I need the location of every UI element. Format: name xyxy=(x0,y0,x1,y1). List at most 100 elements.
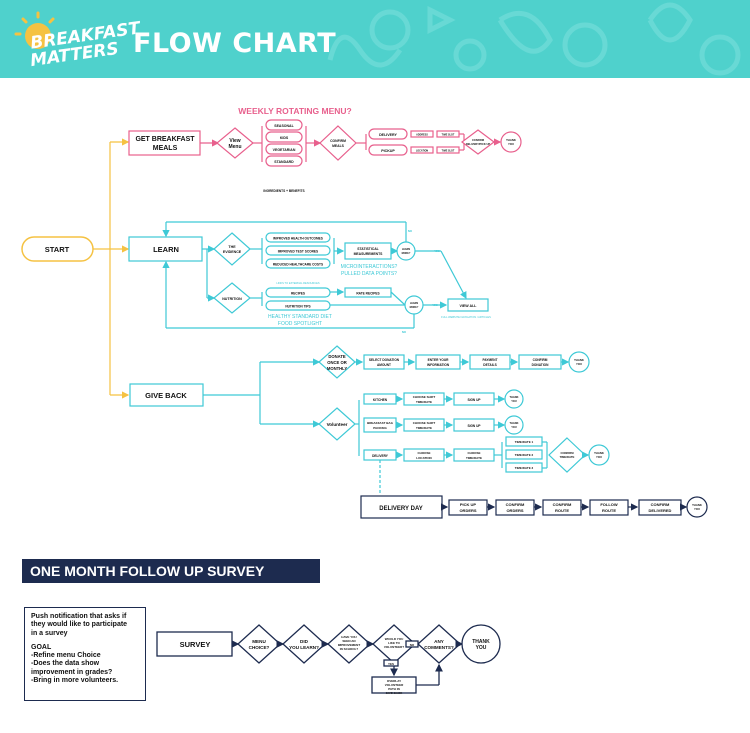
svg-text:TIME/DATE: TIME/DATE xyxy=(466,456,482,460)
svg-text:GIVE BACK: GIVE BACK xyxy=(145,391,187,400)
svg-text:LEARN: LEARN xyxy=(410,302,419,305)
svg-text:KITCHEN: KITCHEN xyxy=(373,398,388,402)
svg-text:BREAKFAST BAG: BREAKFAST BAG xyxy=(367,421,394,425)
goal-line: -Bring in more volunteers. xyxy=(31,677,119,685)
svg-text:GET BREAKFAST: GET BREAKFAST xyxy=(135,136,195,143)
svg-text:LIKE TO: LIKE TO xyxy=(388,641,400,645)
svg-text:LEARN: LEARN xyxy=(153,245,179,254)
goal-line: GOAL xyxy=(31,643,52,651)
svg-text:YES: YES xyxy=(388,662,394,666)
svg-text:MEASUREMENTS: MEASUREMENTS xyxy=(354,252,384,256)
food-pattern-icons xyxy=(327,2,741,76)
svg-text:VEGETARIAN: VEGETARIAN xyxy=(273,148,296,152)
svg-text:CHOICE?: CHOICE? xyxy=(249,645,270,650)
delivery-day-labels: DELIVERY DAY PICK UP ORDERS CONFIRM ORDE… xyxy=(379,502,702,513)
svg-text:NO: NO xyxy=(410,643,415,647)
svg-text:PICKUP: PICKUP xyxy=(381,149,395,153)
svg-text:CHOOSE SHIFT: CHOOSE SHIFT xyxy=(413,395,436,399)
svg-text:ROUTE: ROUTE xyxy=(555,508,569,513)
svg-text:TIME SLOT: TIME SLOT xyxy=(442,134,455,137)
svg-text:KIDS: KIDS xyxy=(280,136,289,140)
svg-text:TIME/DATE: TIME/DATE xyxy=(416,400,432,404)
svg-text:ORDERS: ORDERS xyxy=(459,508,476,513)
svg-text:MORE?: MORE? xyxy=(402,252,411,255)
svg-text:YOU: YOU xyxy=(596,455,602,459)
svg-text:LOCATION: LOCATION xyxy=(416,456,431,460)
svg-text:SELECT DONATION: SELECT DONATION xyxy=(369,358,400,362)
svg-text:YES: YES xyxy=(432,303,438,307)
svg-text:THANK: THANK xyxy=(506,138,516,142)
svg-text:DELIVERY DAY: DELIVERY DAY xyxy=(379,506,422,512)
svg-text:DELIVERED: DELIVERED xyxy=(649,508,672,513)
goal-line: -Refine menu Choice xyxy=(31,652,101,660)
svg-text:WOULD YOU: WOULD YOU xyxy=(385,637,404,641)
svg-text:CHOOSE SHIFT: CHOOSE SHIFT xyxy=(413,421,436,425)
svg-text:IN SCHOOL?: IN SCHOOL? xyxy=(340,647,359,651)
svg-text:TIME/DATE 3: TIME/DATE 3 xyxy=(515,466,534,470)
svg-text:PULLED DATA POINTS?: PULLED DATA POINTS? xyxy=(341,271,397,277)
svg-text:CONFIRM: CONFIRM xyxy=(330,139,346,143)
svg-text:IMPROVEMENT: IMPROVEMENT xyxy=(338,643,361,647)
svg-text:HEALTHY STANDARD DIET: HEALTHY STANDARD DIET xyxy=(268,314,332,320)
svg-text:VOLUNTEER?: VOLUNTEER? xyxy=(384,645,405,649)
svg-text:LINKS TO EXTERNAL RESOURCES: LINKS TO EXTERNAL RESOURCES xyxy=(276,281,319,285)
svg-text:GIVE BACK: GIVE BACK xyxy=(386,691,404,695)
svg-text:DETAILS: DETAILS xyxy=(483,363,496,367)
svg-text:THANK: THANK xyxy=(692,503,702,507)
svg-text:TIME/DATE: TIME/DATE xyxy=(416,426,432,430)
learn-labels: LEARN THE EVIDENCE IMPROVED HEALTH OUTCO… xyxy=(153,229,491,334)
header-decorations xyxy=(14,2,741,76)
svg-text:OVERLAY: OVERLAY xyxy=(387,679,401,683)
svg-text:DID: DID xyxy=(300,639,309,644)
svg-text:PACKING: PACKING xyxy=(373,426,387,430)
svg-text:YOU: YOU xyxy=(511,399,517,403)
svg-text:CONFIRM: CONFIRM xyxy=(506,502,525,507)
svg-text:MICROINTERACTIONS?: MICROINTERACTIONS? xyxy=(341,264,398,270)
svg-text:COMMENTS?: COMMENTS? xyxy=(424,645,454,650)
goal-line: improvement in grades? xyxy=(31,668,113,676)
start-node: START xyxy=(21,236,94,262)
svg-text:SEEN AN: SEEN AN xyxy=(342,639,355,643)
svg-text:CONFIRM: CONFIRM xyxy=(560,451,574,455)
svg-text:DONATE: DONATE xyxy=(328,354,346,359)
svg-text:SIGN UP: SIGN UP xyxy=(467,424,481,428)
svg-text:FOOD SPOTLIGHT: FOOD SPOTLIGHT xyxy=(278,321,322,327)
svg-text:CHOOSE: CHOOSE xyxy=(467,451,480,455)
svg-text:DELIVERY: DELIVERY xyxy=(379,133,397,137)
svg-text:LEARN: LEARN xyxy=(402,248,411,251)
svg-text:DELIVERY/PICK UP: DELIVERY/PICK UP xyxy=(466,142,490,146)
svg-text:INFORMATION: INFORMATION xyxy=(427,363,450,367)
sun-icon xyxy=(14,11,55,49)
svg-text:TIME/DATE 2: TIME/DATE 2 xyxy=(515,453,534,457)
svg-text:PATH IN: PATH IN xyxy=(388,687,400,691)
survey-goal-box: Push notification that asks if they woul… xyxy=(24,607,146,701)
svg-text:HAVE YOU: HAVE YOU xyxy=(341,635,356,639)
give-back-labels: GIVE BACK DONATE ONCE OR MONTHLY SELECT … xyxy=(145,354,604,470)
svg-text:ANY: ANY xyxy=(434,639,444,644)
delivery-day-branch xyxy=(360,495,708,519)
svg-text:SEASONAL: SEASONAL xyxy=(274,124,294,128)
goal-line: Push notification that asks if xyxy=(31,613,127,620)
svg-text:TIME SLOT: TIME SLOT xyxy=(442,150,455,153)
survey-heading: ONE MONTH FOLLOW UP SURVEY xyxy=(22,559,320,583)
start-label: START xyxy=(45,245,70,254)
svg-text:Menu: Menu xyxy=(228,144,241,150)
svg-text:MEALS: MEALS xyxy=(153,145,178,152)
svg-text:CONFIRM: CONFIRM xyxy=(472,138,484,142)
survey-labels: SURVEY MENU CHOICE? DID YOU LEARN? HAVE … xyxy=(180,635,490,695)
svg-text:DONATION: DONATION xyxy=(532,363,549,367)
goal-line: in a survey xyxy=(31,629,68,637)
svg-text:STANDARD: STANDARD xyxy=(274,160,294,164)
svg-text:NUTRITION: NUTRITION xyxy=(222,297,242,301)
svg-text:IMPROVED TEST SCORES: IMPROVED TEST SCORES xyxy=(278,250,318,254)
svg-text:INGREDIENTS + BENEFITS: INGREDIENTS + BENEFITS xyxy=(263,189,304,193)
svg-text:TIME/DATE 1: TIME/DATE 1 xyxy=(515,440,534,444)
svg-text:THANK: THANK xyxy=(574,358,584,362)
svg-text:FULL WEBSITE NAVIGATION / ARTI: FULL WEBSITE NAVIGATION / ARTICLES xyxy=(441,315,491,319)
svg-text:MENU: MENU xyxy=(252,639,266,644)
svg-text:RECIPES: RECIPES xyxy=(291,292,305,296)
svg-text:ENTER YOUR: ENTER YOUR xyxy=(428,358,450,362)
start-connectors xyxy=(93,138,130,399)
header-banner: BREAKFAST MATTERS FLOW CHART xyxy=(0,0,750,78)
svg-text:EVIDENCE: EVIDENCE xyxy=(223,250,242,254)
